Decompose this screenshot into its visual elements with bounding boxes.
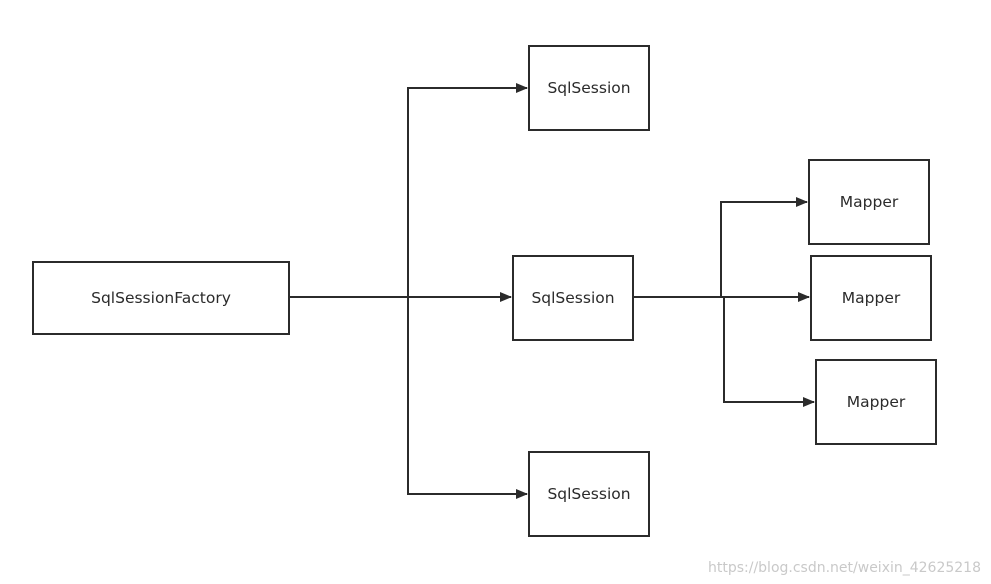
node-label: Mapper: [839, 193, 899, 211]
node-label: SqlSessionFactory: [91, 289, 231, 307]
sql-session-node-bottom: SqlSession: [528, 451, 650, 537]
mapper-node-bottom: Mapper: [815, 359, 937, 445]
mapper-node-top: Mapper: [808, 159, 930, 245]
edge-factory-to-session-top: [290, 83, 528, 298]
node-label: Mapper: [846, 393, 906, 411]
edge-factory-to-session-bottom: [407, 297, 528, 499]
node-label: SqlSession: [547, 485, 631, 503]
sql-session-node-top: SqlSession: [528, 45, 650, 131]
node-label: SqlSession: [547, 79, 631, 97]
edge-session-to-mapper-top: [634, 197, 808, 298]
sql-session-node-middle: SqlSession: [512, 255, 634, 341]
watermark-text: https://blog.csdn.net/weixin_42625218: [707, 560, 981, 576]
edge-session-to-mapper-bottom: [723, 297, 815, 407]
sql-session-factory-node: SqlSessionFactory: [32, 261, 290, 335]
mapper-node-middle: Mapper: [810, 255, 932, 341]
node-label: Mapper: [841, 289, 901, 307]
node-label: SqlSession: [531, 289, 615, 307]
